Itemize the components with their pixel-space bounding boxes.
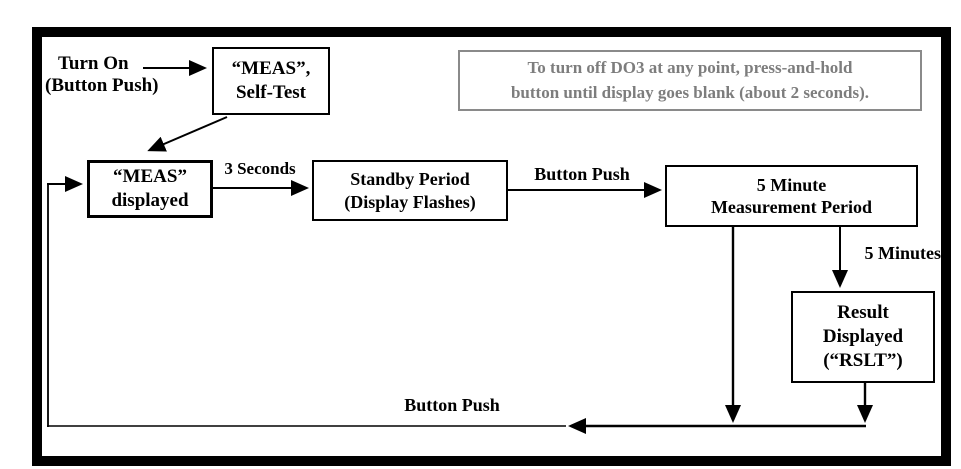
node-meas-selftest-line2: Self-Test: [235, 82, 307, 103]
arrow-selftest-to-meas-displayed: [147, 116, 228, 152]
start-label-line2: (Button Push): [45, 75, 159, 97]
node-standby-line2: (Display Flashes): [344, 191, 476, 212]
node-meas-selftest-line1: “MEAS”,: [231, 58, 311, 80]
node-meas-displayed: “MEAS” displayed: [87, 160, 213, 218]
node-meas-displayed-line1: “MEAS”: [113, 166, 187, 188]
edge-label-button-push-top: Button Push: [534, 164, 630, 184]
diagram-outer-frame: [32, 27, 951, 466]
node-measurement-period: 5 Minute Measurement Period: [665, 165, 918, 227]
edge-label-5-minutes: 5 Minutes: [864, 243, 942, 263]
node-result-line1: Result: [837, 302, 889, 324]
node-result-line3: (“RSLT”): [823, 349, 903, 371]
node-meas-selftest: “MEAS”, Self-Test: [212, 47, 330, 115]
node-standby-line1: Standby Period: [350, 169, 470, 189]
start-label-line1: Turn On: [58, 53, 129, 74]
node-meas-displayed-line2: displayed: [111, 190, 189, 211]
turn-off-note-line1: To turn off DO3 at any point, press-and-…: [527, 57, 853, 77]
node-measurement-line2: Measurement Period: [710, 197, 873, 217]
edge-label-button-push-bottom: Button Push: [404, 395, 500, 415]
turn-off-note: To turn off DO3 at any point, press-and-…: [458, 50, 922, 111]
turn-off-note-line2: button until display goes blank (about 2…: [510, 82, 870, 102]
node-measurement-line1: 5 Minute: [756, 174, 827, 195]
start-label: Turn On (Button Push): [45, 53, 159, 98]
node-result-displayed: Result Displayed (“RSLT”): [791, 291, 935, 383]
node-result-line2: Displayed: [822, 326, 904, 348]
edge-label-3-seconds: 3 Seconds: [224, 159, 296, 178]
node-standby-period: Standby Period (Display Flashes): [312, 160, 508, 221]
